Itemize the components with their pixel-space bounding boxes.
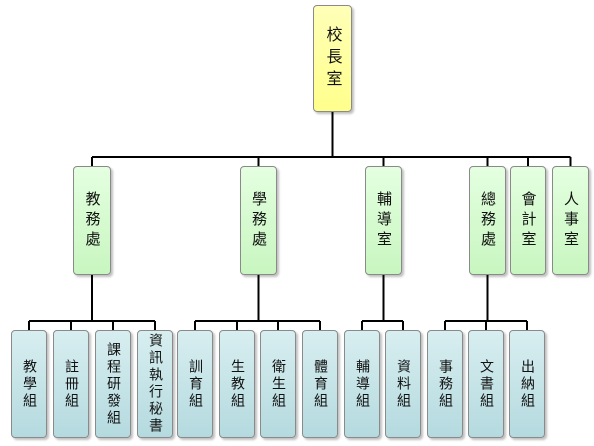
department-box-2: 學務處 <box>240 166 277 275</box>
unit-box-1-3: 課程研發組 <box>95 330 131 438</box>
unit-box-2-3-label: 衛生組 <box>270 358 286 410</box>
department-box-1: 教務處 <box>73 166 111 275</box>
department-box-4: 總務處 <box>469 166 506 275</box>
department-box-5: 會計室 <box>510 166 546 275</box>
principal-office-box: 校長室 <box>313 5 352 112</box>
department-box-5-label: 會計室 <box>519 190 538 251</box>
unit-box-3-2: 資料組 <box>385 330 421 438</box>
unit-box-2-2: 生教組 <box>219 330 255 438</box>
department-box-3: 輔導室 <box>365 166 402 275</box>
unit-box-1-4: 資訊執行秘書 <box>137 330 173 438</box>
unit-box-4-1: 事務組 <box>427 330 463 438</box>
unit-box-4-3-label: 出納組 <box>519 358 535 410</box>
unit-box-2-4-label: 體育組 <box>312 358 328 410</box>
unit-box-3-2-label: 資料組 <box>395 358 411 410</box>
department-box-3-label: 輔導室 <box>375 190 393 251</box>
unit-box-4-2: 文書組 <box>468 330 504 438</box>
department-box-6: 人事室 <box>552 166 589 275</box>
unit-box-2-1-label: 訓育組 <box>187 358 203 410</box>
unit-box-2-2-label: 生教組 <box>229 358 245 410</box>
unit-box-4-2-label: 文書組 <box>478 358 494 410</box>
unit-box-2-3: 衛生組 <box>260 330 296 438</box>
department-box-1-label: 教務處 <box>83 190 102 251</box>
unit-box-1-2-label: 註冊組 <box>63 358 79 410</box>
unit-box-1-3-label: 課程研發組 <box>105 341 121 427</box>
unit-box-3-1-label: 輔導組 <box>354 358 370 410</box>
unit-box-4-3: 出納組 <box>509 330 545 438</box>
department-box-4-label: 總務處 <box>479 190 497 251</box>
unit-box-1-1-label: 教學組 <box>21 358 37 410</box>
department-box-6-label: 人事室 <box>562 190 580 251</box>
principal-office-box-label: 校長室 <box>323 25 343 92</box>
unit-box-2-1: 訓育組 <box>177 330 213 438</box>
unit-box-1-4-label: 資訊執行秘書 <box>147 333 163 435</box>
unit-box-3-1: 輔導組 <box>344 330 380 438</box>
unit-box-2-4: 體育組 <box>302 330 338 438</box>
unit-box-1-2: 註冊組 <box>53 330 89 438</box>
unit-box-4-1-label: 事務組 <box>437 358 453 410</box>
unit-box-1-1: 教學組 <box>11 330 47 438</box>
department-box-2-label: 學務處 <box>250 190 268 251</box>
